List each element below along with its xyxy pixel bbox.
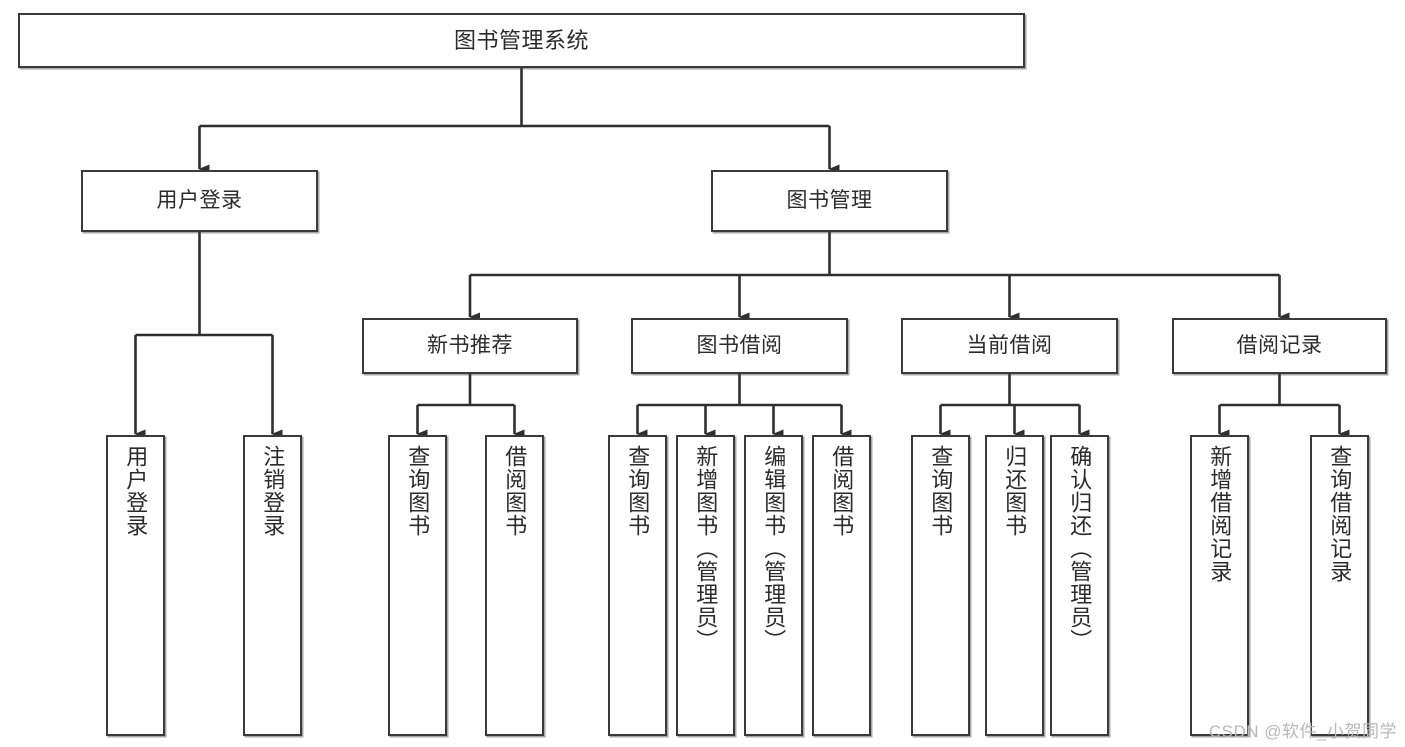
node-leaf-cb-return[interactable]: 归还图书 <box>985 435 1044 736</box>
node-leaf-rec-query[interactable]: 查询图书 <box>388 435 447 736</box>
node-leaf-logout[interactable]: 注销登录 <box>243 435 302 736</box>
node-new-book-rec[interactable]: 新书推荐 <box>362 318 578 374</box>
node-leaf-cb-confirm[interactable]: 确认归还（管理员） <box>1050 435 1109 736</box>
node-label: 查询图书 <box>928 445 954 537</box>
node-current-borrow[interactable]: 当前借阅 <box>901 318 1118 374</box>
node-book-manage[interactable]: 图书管理 <box>711 170 948 232</box>
node-root[interactable]: 图书管理系统 <box>18 13 1025 68</box>
node-leaf-br-query[interactable]: 查询借阅记录 <box>1310 435 1369 736</box>
node-book-borrow[interactable]: 图书借阅 <box>631 318 848 374</box>
node-user-login[interactable]: 用户登录 <box>81 170 318 232</box>
node-leaf-bb-add[interactable]: 新增图书（管理员） <box>676 435 735 736</box>
node-label: 借阅记录 <box>1236 333 1323 357</box>
node-label: 查询图书 <box>405 445 431 537</box>
node-label: 当前借阅 <box>966 333 1053 357</box>
node-leaf-bb-borrow[interactable]: 借阅图书 <box>812 435 871 736</box>
node-label: 新增借阅记录 <box>1207 445 1233 583</box>
node-leaf-bb-query[interactable]: 查询图书 <box>608 435 667 736</box>
node-label: 图书借阅 <box>696 333 783 357</box>
node-label: 确认归还（管理员） <box>1067 445 1093 652</box>
node-label: 注销登录 <box>260 445 286 537</box>
node-leaf-rec-borrow[interactable]: 借阅图书 <box>485 435 544 736</box>
node-label: 借阅图书 <box>502 445 528 537</box>
node-leaf-user-login[interactable]: 用户登录 <box>106 435 165 736</box>
node-leaf-cb-query[interactable]: 查询图书 <box>911 435 970 736</box>
node-borrow-record[interactable]: 借阅记录 <box>1172 318 1387 374</box>
node-label: 用户登录 <box>156 188 243 212</box>
node-label: 查询图书 <box>625 445 651 537</box>
node-leaf-bb-edit[interactable]: 编辑图书（管理员） <box>744 435 803 736</box>
node-label: 归还图书 <box>1002 445 1028 537</box>
node-leaf-br-add[interactable]: 新增借阅记录 <box>1190 435 1249 736</box>
node-label: 新增图书（管理员） <box>693 445 719 652</box>
node-label: 查询借阅记录 <box>1327 445 1353 583</box>
node-label: 编辑图书（管理员） <box>761 445 787 652</box>
node-label: 用户登录 <box>123 445 149 537</box>
node-label: 图书管理 <box>786 188 873 212</box>
node-label: 借阅图书 <box>829 445 855 537</box>
node-label: 图书管理系统 <box>453 27 589 53</box>
node-label: 新书推荐 <box>427 333 513 357</box>
